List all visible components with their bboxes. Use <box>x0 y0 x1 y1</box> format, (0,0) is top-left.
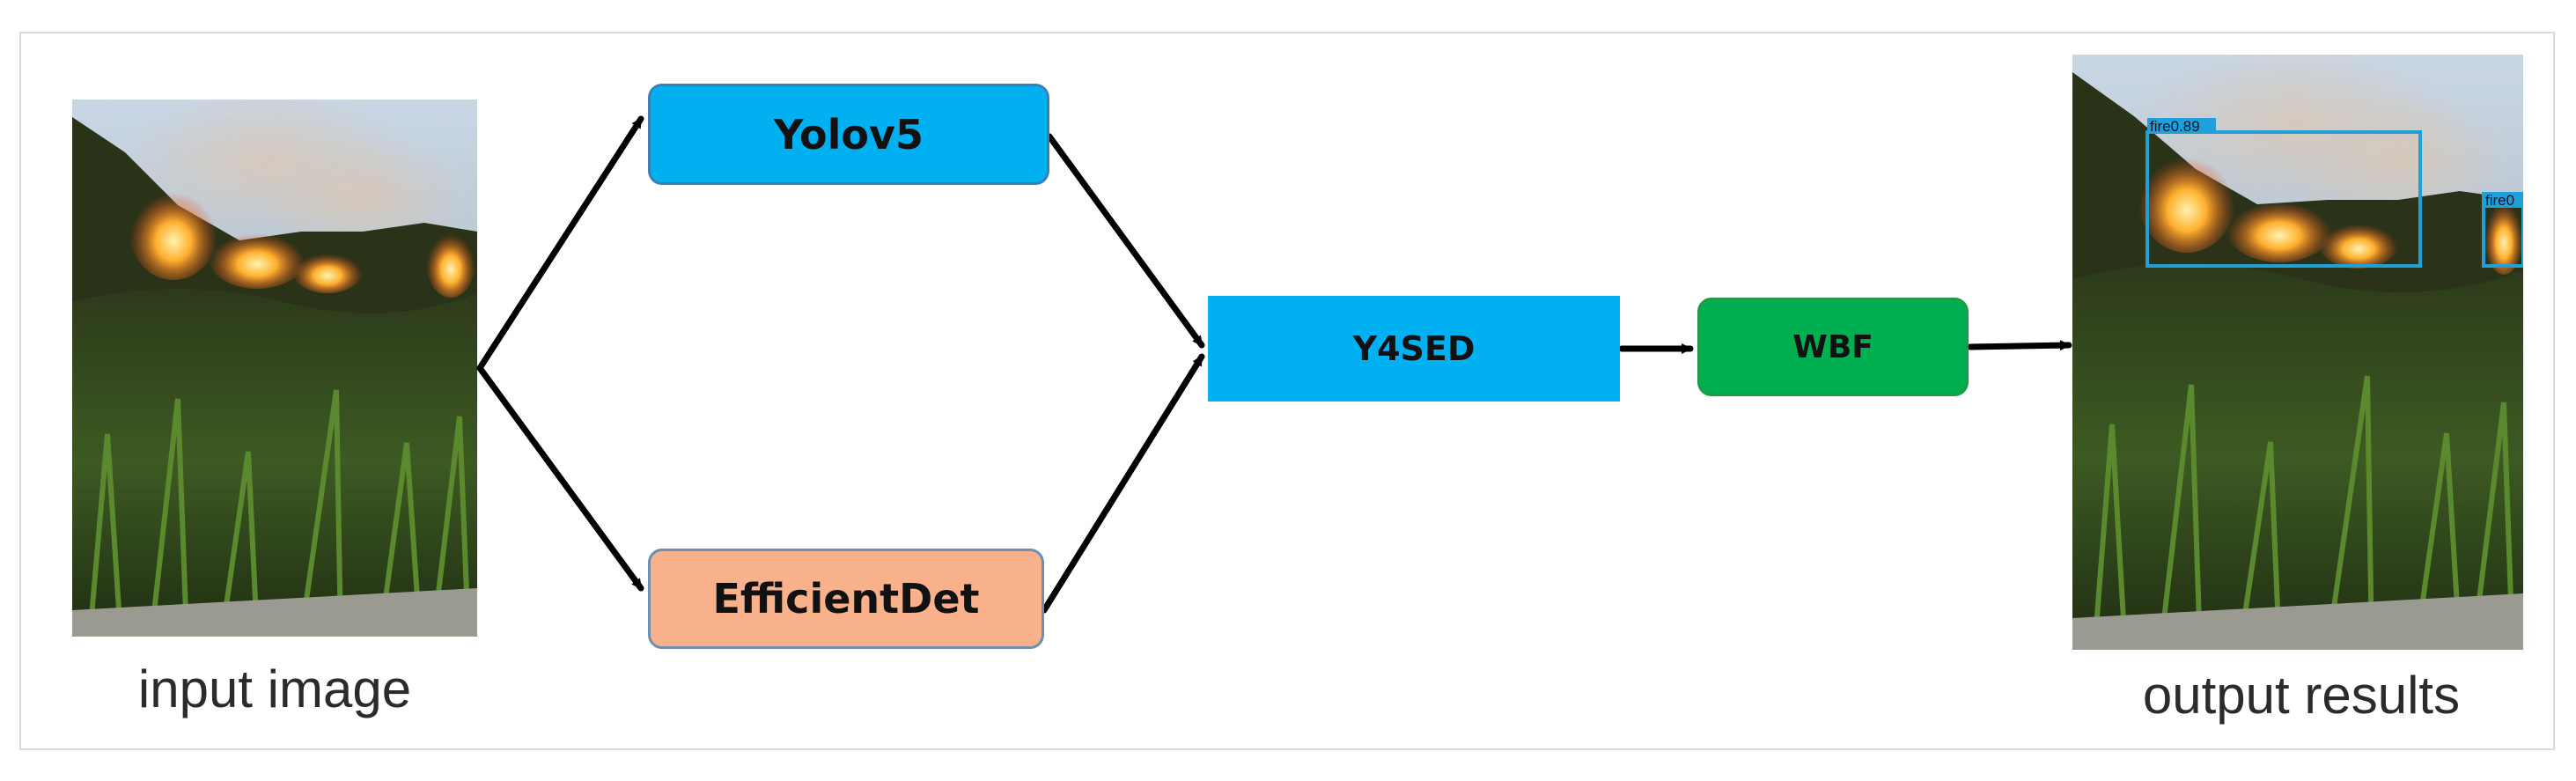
wbf-box: WBF <box>1697 298 1969 396</box>
input-image <box>72 99 477 637</box>
detection-label-bg-1 <box>2147 118 2216 134</box>
yolov5-box: Yolov5 <box>648 84 1049 185</box>
y4sed-box: Y4SED <box>1208 296 1620 402</box>
detection-box-1 <box>2145 130 2422 268</box>
output-image: fire0.89 fire0 <box>2072 55 2523 650</box>
efficientdet-box: EfficientDet <box>648 549 1044 649</box>
input-photo-drawing <box>72 99 477 637</box>
yolov5-label: Yolov5 <box>773 110 924 158</box>
efficientdet-label: EfficientDet <box>712 575 980 623</box>
detection-label-bg-2 <box>2484 192 2523 208</box>
y4sed-label: Y4SED <box>1352 329 1476 368</box>
detection-label-2: fire0 <box>2485 192 2514 209</box>
wbf-label: WBF <box>1792 328 1873 365</box>
output-caption: output results <box>2142 666 2461 725</box>
input-caption: input image <box>137 659 412 718</box>
detection-label-1: fire0.89 <box>2150 118 2200 135</box>
output-photo-drawing: fire0.89 fire0 <box>2072 55 2523 650</box>
diagram-frame <box>19 32 2555 750</box>
